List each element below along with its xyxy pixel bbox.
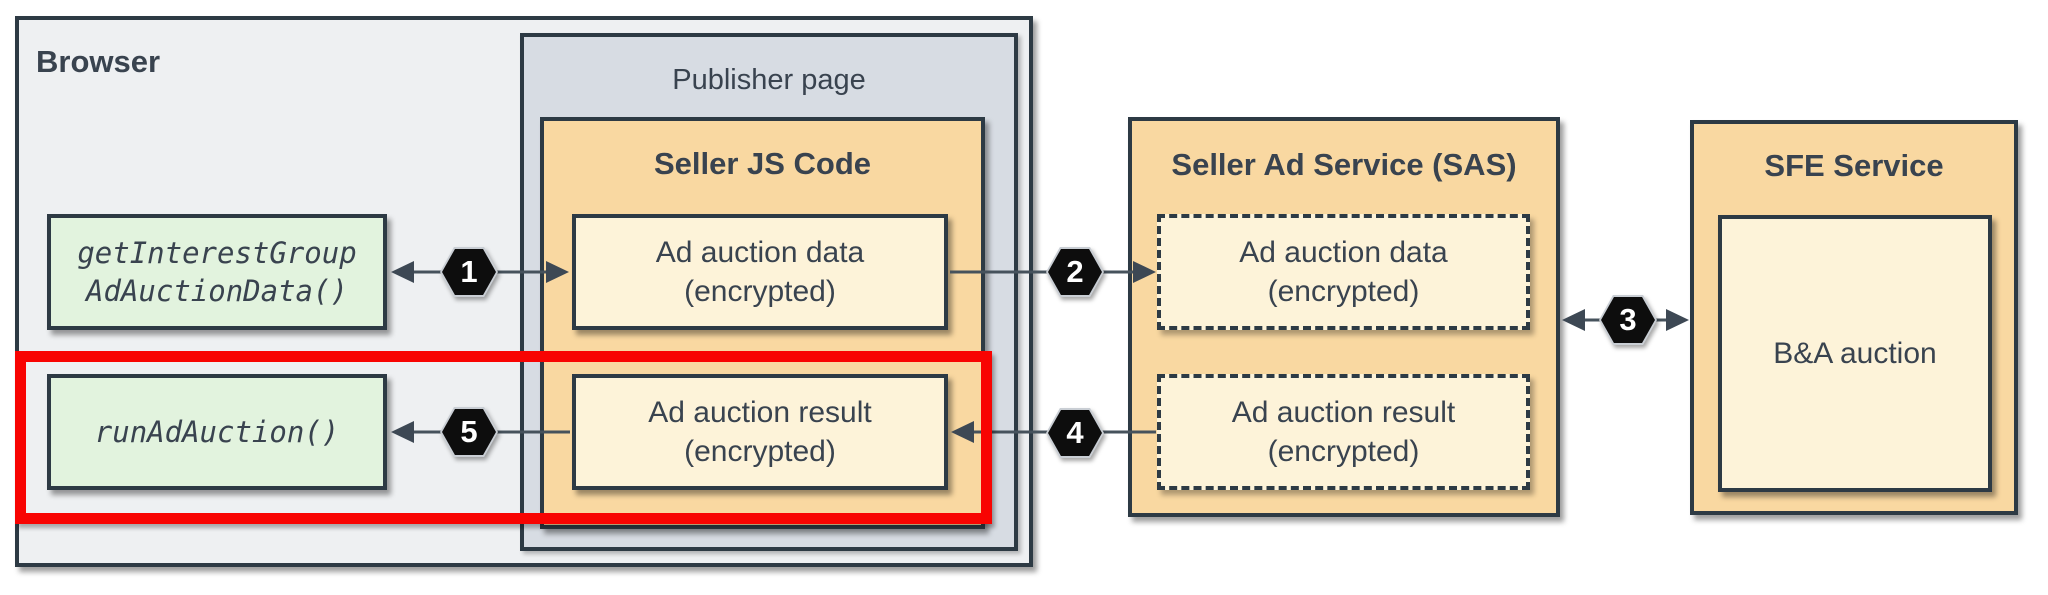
ad-auction-result-label: Ad auction result bbox=[648, 396, 872, 429]
encrypted-label: (encrypted) bbox=[684, 275, 836, 308]
get-interest-group-line2: AdAuctionData() bbox=[86, 274, 348, 308]
step-2-badge: 2 bbox=[1046, 247, 1104, 297]
ba-auction-box: B&A auction bbox=[1718, 215, 1992, 492]
encrypted-label: (encrypted) bbox=[684, 435, 836, 468]
ad-auction-result-label: Ad auction result bbox=[1231, 396, 1456, 429]
red-highlight-rectangle bbox=[15, 351, 992, 524]
step-4-badge: 4 bbox=[1046, 408, 1104, 458]
get-interest-group-line1: getInterestGroup bbox=[77, 236, 357, 270]
encrypted-label: (encrypted) bbox=[1267, 275, 1420, 308]
seller-js-ad-auction-data-box: Ad auction data (encrypted) bbox=[572, 214, 948, 330]
ba-auction-label: B&A auction bbox=[1773, 337, 1937, 370]
publisher-page-title: Publisher page bbox=[672, 64, 866, 96]
encrypted-label: (encrypted) bbox=[1267, 435, 1420, 468]
step-2-number: 2 bbox=[1066, 254, 1084, 289]
ad-auction-data-label: Ad auction data bbox=[1239, 236, 1448, 269]
seller-ad-service-title: Seller Ad Service (SAS) bbox=[1171, 147, 1517, 182]
run-ad-auction-box: runAdAuction() bbox=[47, 374, 387, 490]
step-3-badge: 3 bbox=[1599, 295, 1657, 345]
step-1-badge: 1 bbox=[440, 247, 498, 297]
ad-auction-data-label: Ad auction data bbox=[655, 236, 865, 269]
sas-ad-auction-result-box: Ad auction result (encrypted) bbox=[1157, 374, 1530, 490]
run-ad-auction-label: runAdAuction() bbox=[94, 415, 340, 449]
step-1-number: 1 bbox=[460, 254, 478, 289]
seller-js-ad-auction-result-box: Ad auction result (encrypted) bbox=[572, 374, 948, 490]
seller-js-code-title: Seller JS Code bbox=[653, 146, 872, 181]
sfe-service-title: SFE Service bbox=[1764, 148, 1944, 183]
step-3-number: 3 bbox=[1619, 302, 1637, 337]
step-4-number: 4 bbox=[1066, 415, 1084, 450]
sas-ad-auction-data-box: Ad auction data (encrypted) bbox=[1157, 214, 1530, 330]
get-interest-group-ad-auction-data-box: getInterestGroup AdAuctionData() bbox=[47, 214, 387, 330]
browser-title: Browser bbox=[36, 44, 161, 79]
